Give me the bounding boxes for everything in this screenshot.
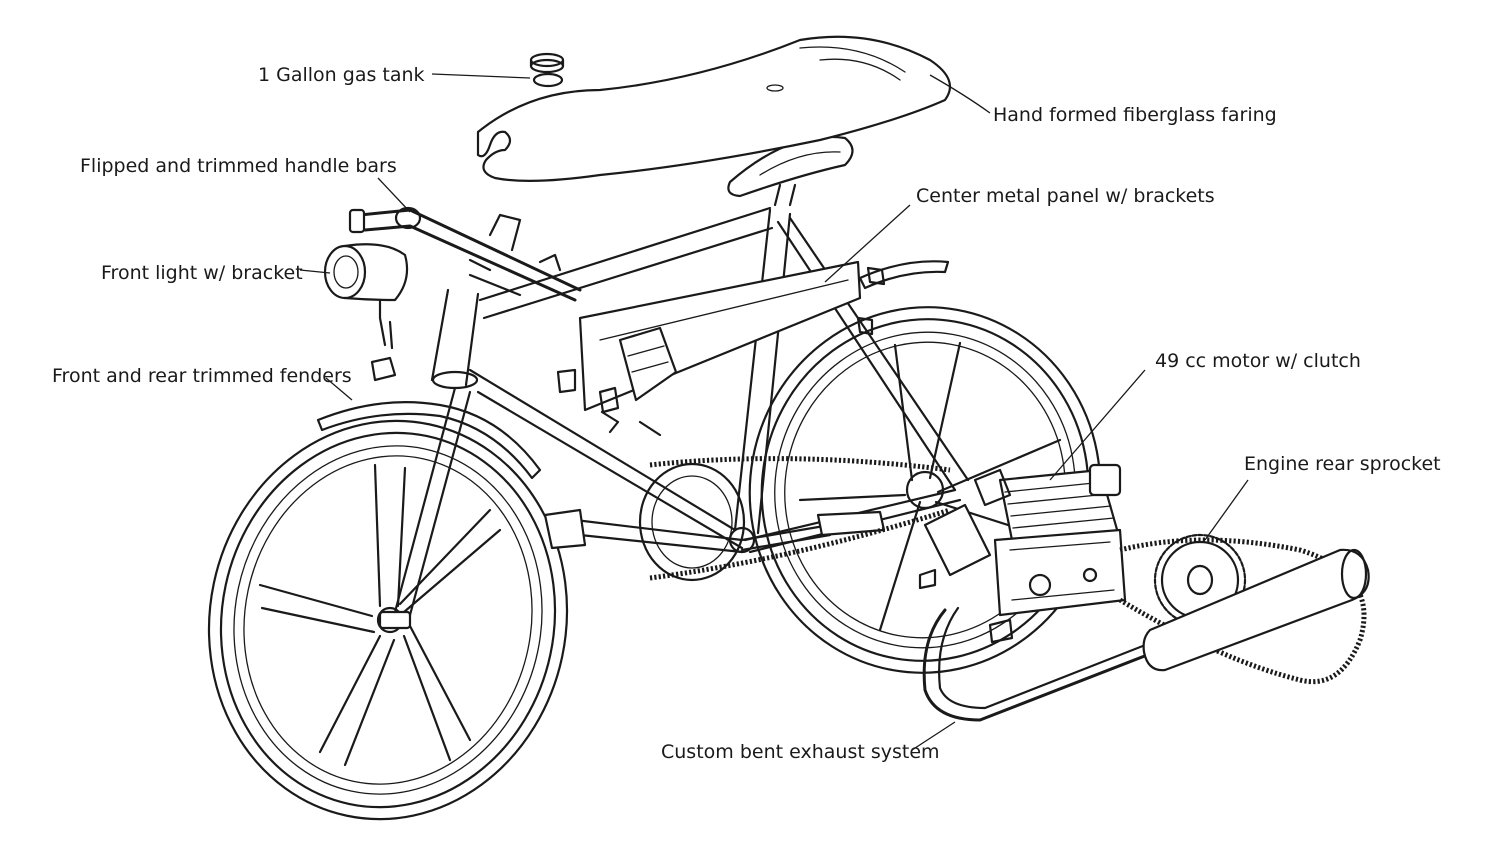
leader-motor: [1049, 369, 1146, 481]
label-motor: 49 cc motor w/ clutch: [1155, 350, 1361, 372]
leader-lines: [299, 73, 1249, 751]
label-fenders: Front and rear trimmed fenders: [52, 365, 352, 387]
front-wheel: [207, 419, 569, 821]
handlebars: [348, 206, 582, 302]
label-exhaust: Custom bent exhaust system: [661, 741, 940, 763]
leader-front-light: [299, 269, 331, 274]
exhaust: [922, 548, 1370, 722]
label-sprocket: Engine rear sprocket: [1244, 453, 1441, 475]
rear-fender: [858, 260, 950, 290]
label-gas-tank: 1 Gallon gas tank: [258, 64, 425, 86]
engine-chain: [1118, 537, 1367, 685]
bike-chain: [649, 456, 951, 581]
leader-center-panel: [824, 204, 911, 283]
label-center-panel: Center metal panel w/ brackets: [916, 185, 1215, 207]
label-faring: Hand formed fiberglass faring: [993, 104, 1277, 126]
gas-tank-cap: [529, 52, 565, 88]
crankset: [543, 462, 886, 582]
leader-faring: [929, 74, 991, 114]
fiberglass-faring: [476, 35, 952, 182]
label-front-light: Front light w/ bracket: [101, 262, 303, 284]
leader-handle-bars: [377, 177, 411, 213]
leader-fenders: [325, 377, 353, 401]
bike-frame: [393, 135, 970, 617]
label-handle-bars: Flipped and trimmed handle bars: [80, 155, 397, 177]
motor: [918, 463, 1127, 644]
front-light: [323, 243, 409, 382]
front-fender: [316, 401, 542, 480]
leader-sprocket: [1204, 479, 1249, 541]
leader-exhaust: [911, 721, 956, 751]
leader-gas-tank: [431, 73, 531, 79]
center-metal-panel: [556, 260, 886, 437]
